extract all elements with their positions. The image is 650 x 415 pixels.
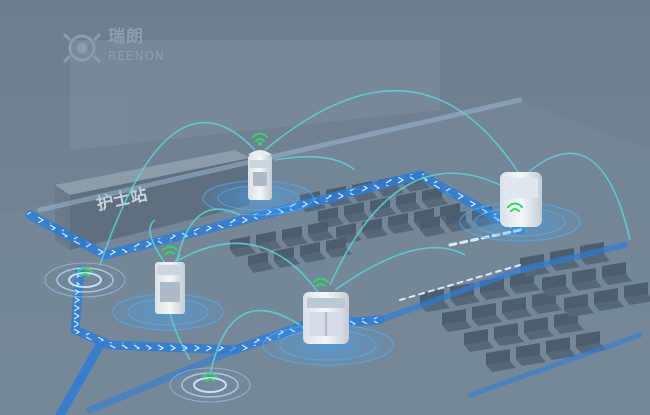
brand-name-cn: 瑞朗 [108,26,144,47]
delivery-robot-icon [500,172,542,227]
brand-name-en: REENON [108,49,165,63]
chair-icon [624,282,650,305]
